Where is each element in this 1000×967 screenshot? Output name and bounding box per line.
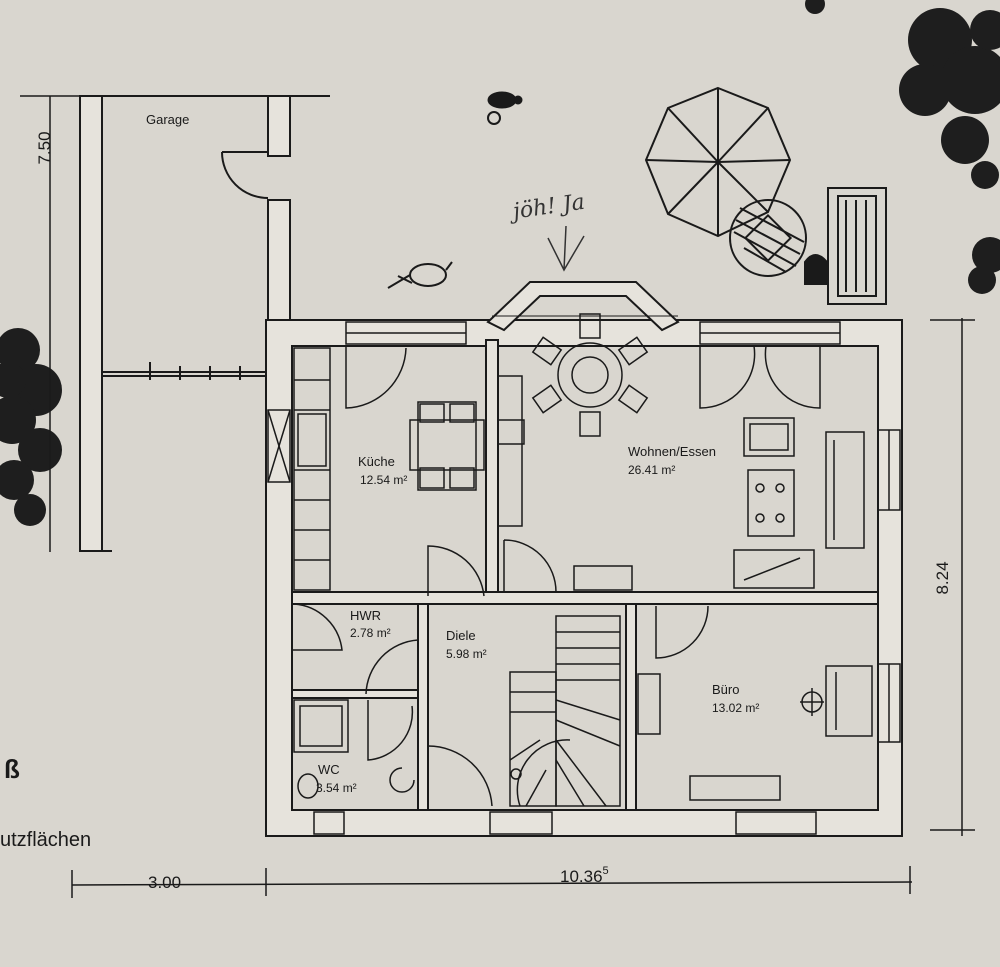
windows	[267, 321, 901, 835]
dimension-label-house-width: 10.365	[560, 865, 609, 886]
room-label-wohnen: Wohnen/Essen	[628, 444, 716, 459]
garden-table-icon	[729, 199, 807, 277]
person-lying-icon	[387, 261, 453, 289]
tree-top-right-icon	[805, 0, 1000, 189]
handwritten-arrow-icon	[547, 225, 585, 272]
wc-fixtures	[293, 699, 415, 799]
doors	[292, 345, 821, 807]
living-room-furniture	[573, 417, 865, 591]
room-label-garage: Garage	[146, 112, 189, 127]
dimension-horizontal	[71, 866, 913, 898]
room-area-diele: 5.98 m²	[446, 647, 487, 661]
dining-table-icon	[531, 313, 649, 437]
room-area-hwr: 2.78 m²	[350, 626, 391, 640]
person-with-bike-icon	[487, 91, 523, 125]
room-label-diele: Diele	[446, 628, 476, 643]
bay-window	[486, 281, 680, 332]
room-label-kueche: Küche	[358, 454, 395, 469]
heading-fragment: ß	[4, 754, 20, 784]
tree-right-icon	[968, 237, 1000, 294]
dimension-label-garage-width: 3.00	[148, 873, 181, 892]
dimension-house-depth	[930, 318, 975, 836]
garage	[79, 95, 330, 552]
house-walls	[265, 319, 903, 837]
room-area-kueche: 12.54 m²	[360, 473, 407, 487]
room-label-hwr: HWR	[350, 608, 381, 623]
footer-fragment: utzflächen	[0, 829, 91, 851]
kitchen-fixtures	[293, 347, 525, 591]
kitchen-table-icon	[409, 401, 485, 491]
tree-left-icon	[0, 328, 62, 526]
room-label-wc: WC	[318, 762, 340, 777]
garden-bench-icon	[804, 187, 887, 305]
interior-walls	[291, 339, 879, 811]
office-furniture	[637, 665, 873, 801]
umbrella-icon	[644, 86, 792, 238]
room-area-wc: 3.54 m²	[316, 781, 357, 795]
dimension-label-garage-depth: 7.50	[35, 131, 54, 164]
room-area-buero: 13.02 m²	[712, 701, 759, 715]
dimension-label-house-depth: 8.24	[933, 561, 952, 594]
staircase	[509, 615, 621, 807]
room-area-wohnen: 26.41 m²	[628, 463, 675, 477]
room-label-buero: Büro	[712, 682, 739, 697]
dimension-garage-depth	[20, 95, 80, 552]
